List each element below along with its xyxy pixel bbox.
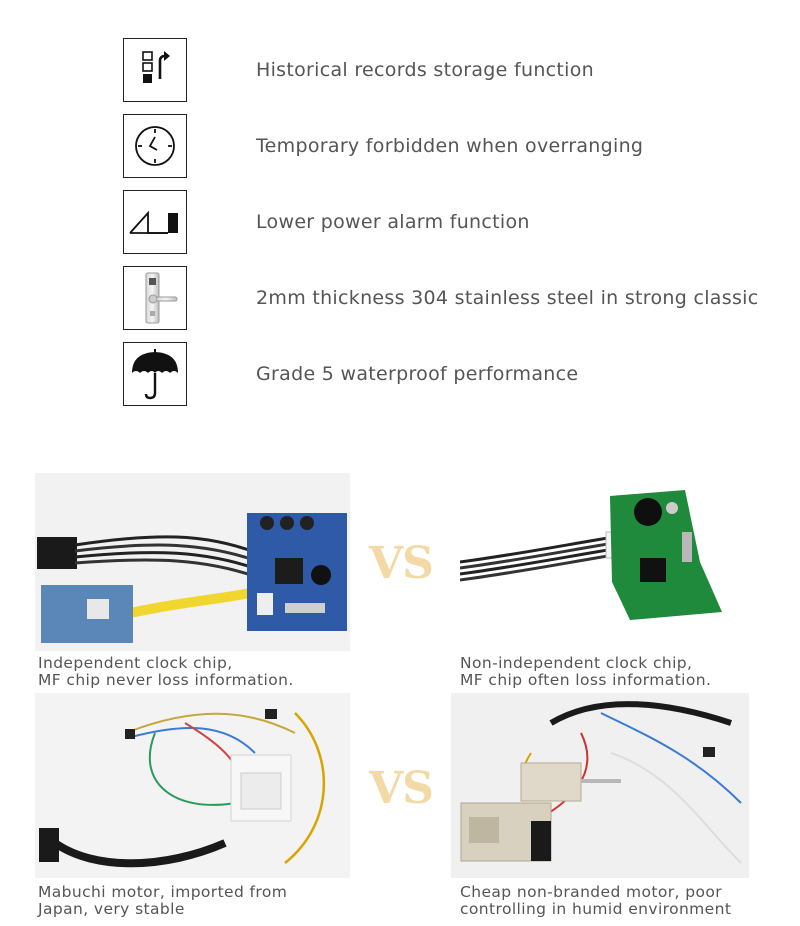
independent-clock-board-photo — [35, 473, 350, 651]
caption-line: Mabuchi motor, imported from — [38, 883, 288, 901]
feature-row-records: Historical records storage function — [123, 38, 763, 104]
umbrella-icon — [123, 342, 187, 406]
feature-row-clock: Temporary forbidden when overranging — [123, 114, 763, 180]
caption-line: controlling in humid environment — [460, 900, 732, 918]
right-caption-1: Non-independent clock chip, MF chip ofte… — [460, 655, 711, 689]
door-lock-icon — [123, 266, 187, 330]
caption-line: Japan, very stable — [38, 900, 185, 918]
caption-line: MF chip never loss information. — [38, 671, 294, 689]
vs-label: VS — [369, 763, 434, 814]
caption-line: Independent clock chip, — [38, 654, 233, 672]
feature-label: Grade 5 waterproof performance — [256, 363, 579, 385]
feature-label: Historical records storage function — [256, 59, 594, 81]
records-storage-icon — [123, 38, 187, 102]
feature-row-waterproof: Grade 5 waterproof performance — [123, 342, 763, 408]
left-caption-2: Mabuchi motor, imported from Japan, very… — [38, 884, 287, 918]
clock-icon — [123, 114, 187, 178]
non-branded-motor-photo — [451, 693, 749, 878]
battery-alarm-icon — [123, 190, 187, 254]
caption-line: MF chip often loss information. — [460, 671, 712, 689]
mabuchi-motor-photo — [35, 693, 350, 878]
feature-row-battery: Lower power alarm function — [123, 190, 763, 256]
caption-line: Non-independent clock chip, — [460, 654, 693, 672]
feature-row-steel: 2mm thickness 304 stainless steel in str… — [123, 266, 763, 332]
feature-label: 2mm thickness 304 stainless steel in str… — [256, 287, 759, 309]
feature-label: Lower power alarm function — [256, 211, 530, 233]
caption-line: Cheap non-branded motor, poor — [460, 883, 722, 901]
left-caption-1: Independent clock chip, MF chip never lo… — [38, 655, 294, 689]
vs-label: VS — [369, 538, 434, 589]
feature-label: Temporary forbidden when overranging — [256, 135, 644, 157]
non-independent-clock-board-photo — [460, 462, 740, 652]
right-caption-2: Cheap non-branded motor, poor controllin… — [460, 884, 731, 918]
